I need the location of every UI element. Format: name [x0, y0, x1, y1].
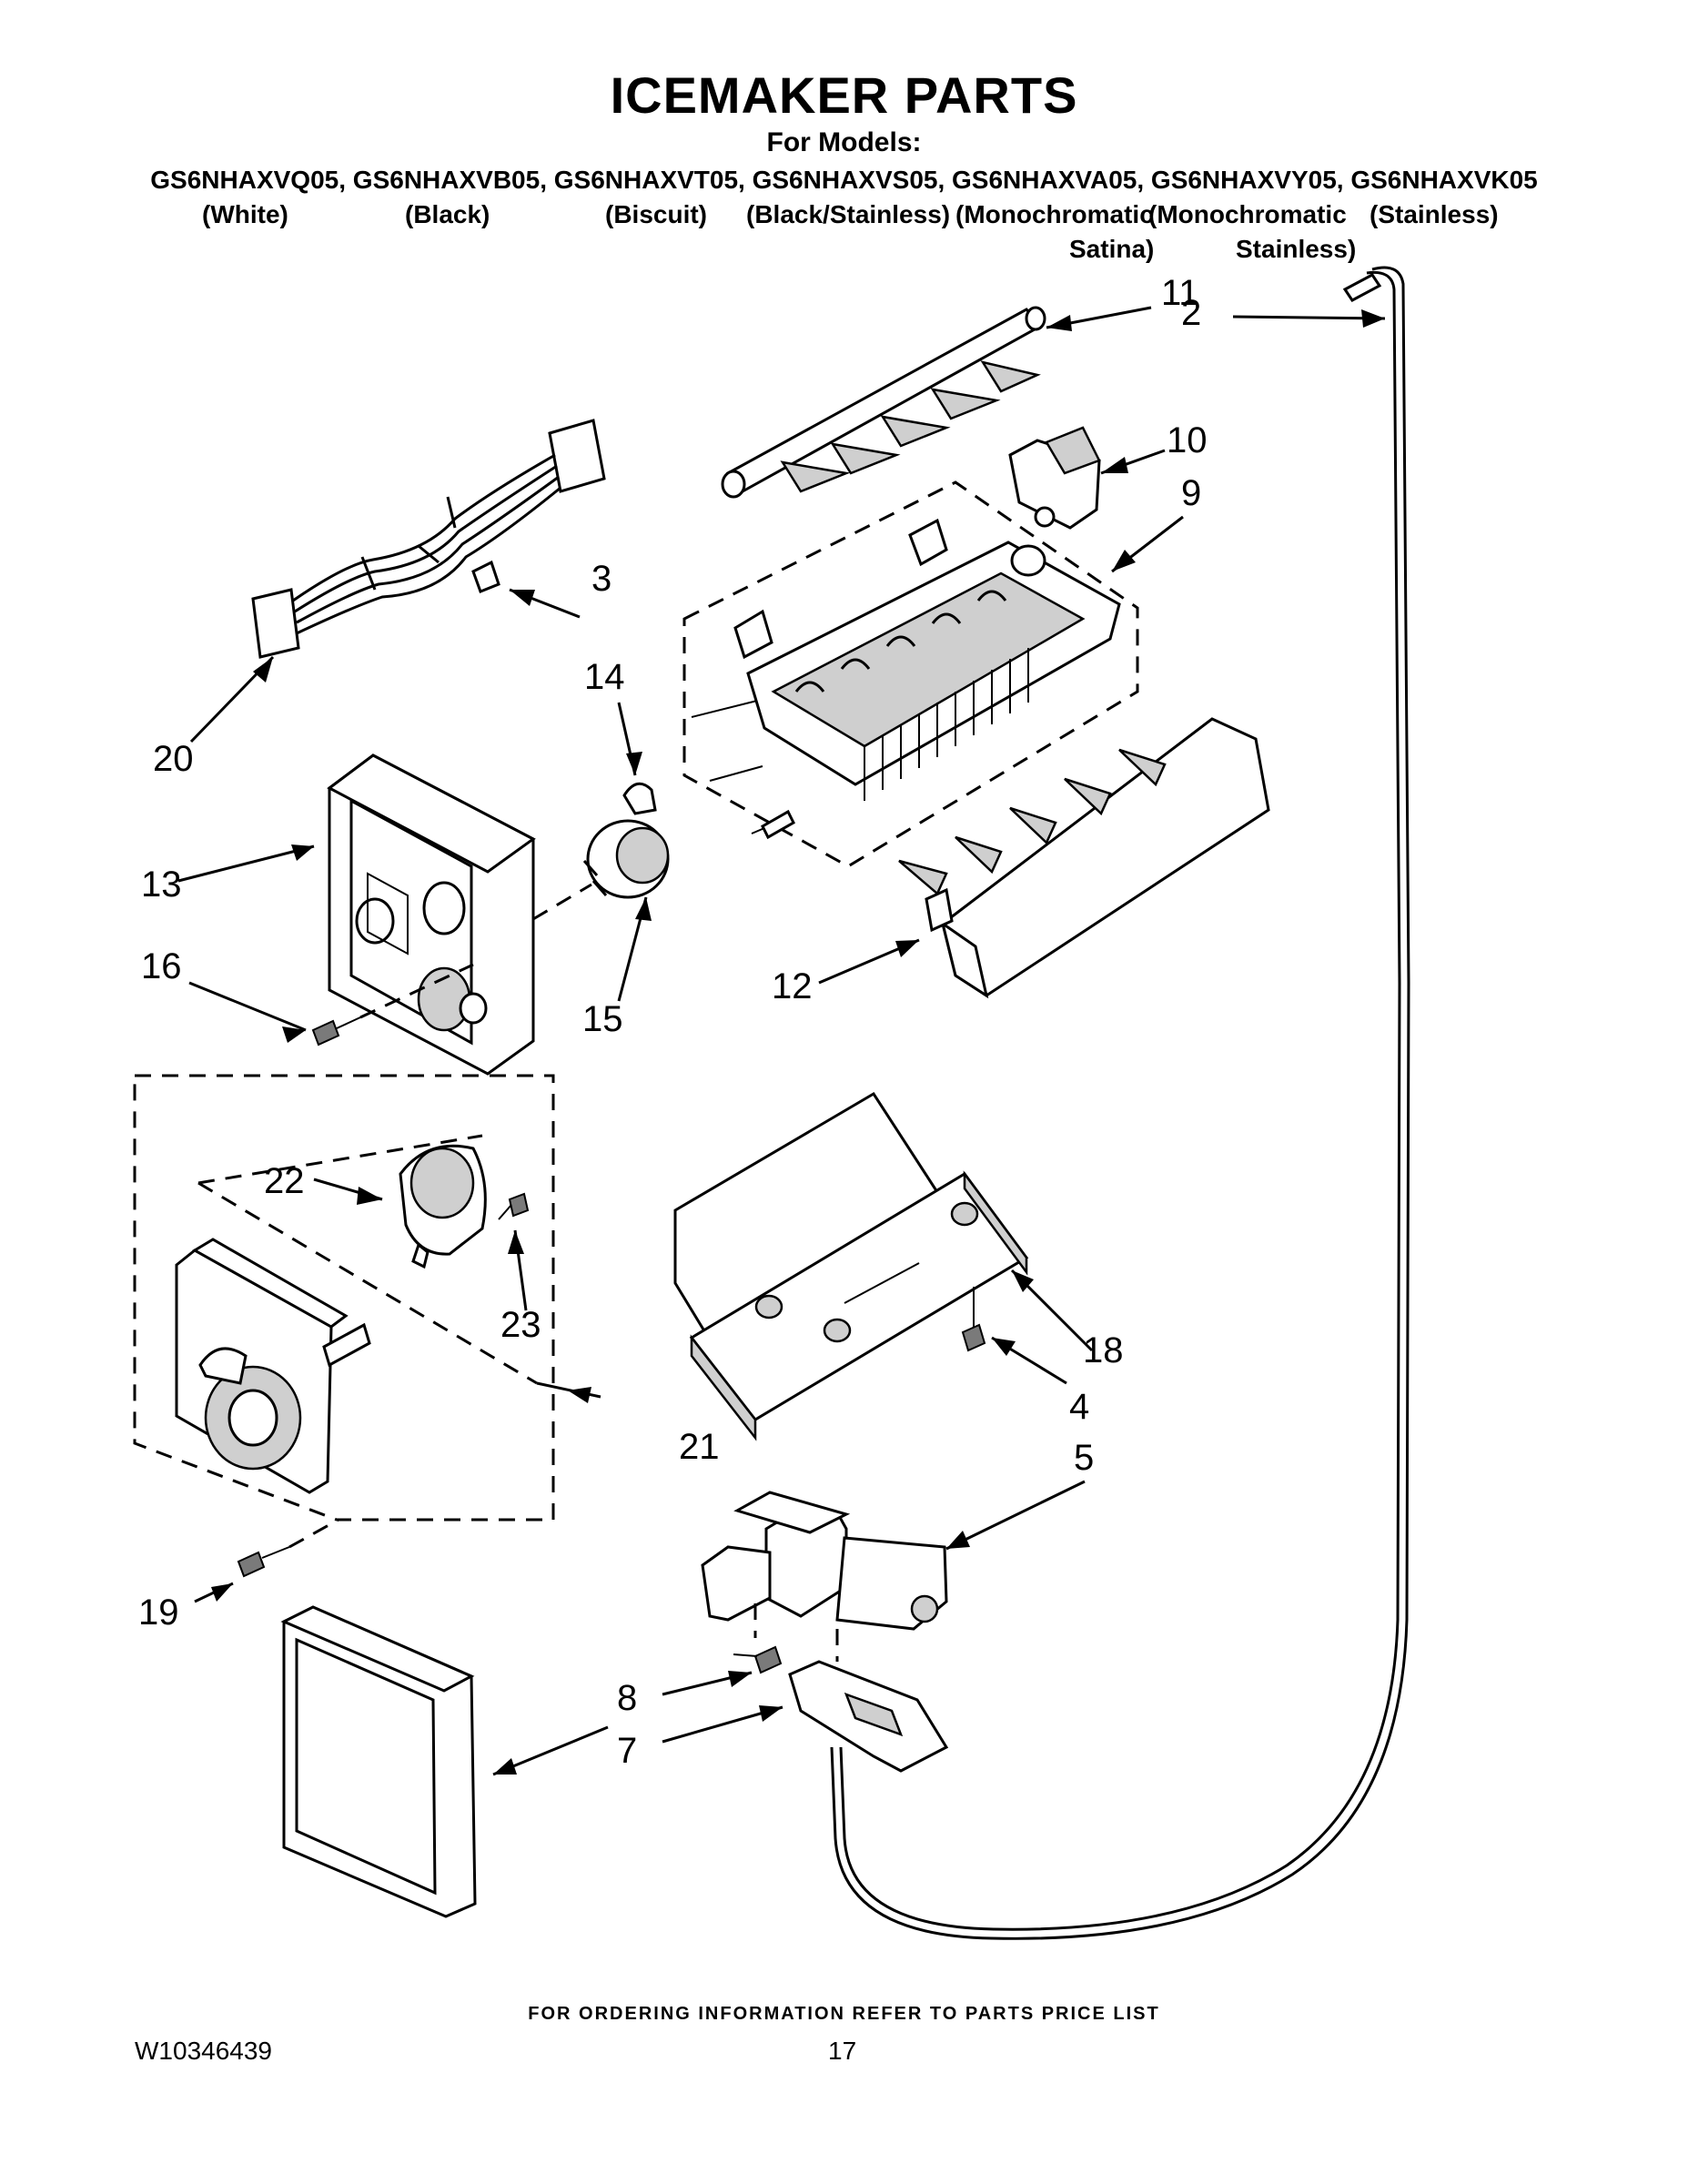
fill-tube-part	[830, 266, 1410, 1940]
module-housing-part	[177, 753, 592, 1076]
model-numbers: GS6NHAXVQ05, GS6NHAXVB05, GS6NHAXVT05, G…	[150, 166, 1538, 194]
callout-15: 15	[582, 999, 623, 1039]
callout-5: 5	[1074, 1438, 1095, 1478]
mold-assembly-part	[682, 480, 1184, 868]
callout-14: 14	[584, 657, 625, 697]
tray-screw-part	[961, 1287, 1067, 1385]
models-subtitle: For Models:	[766, 127, 922, 157]
variant-mono-stainless-line1: (Monochromatic	[1148, 200, 1347, 228]
ordering-note: FOR ORDERING INFORMATION REFER TO PARTS …	[528, 2004, 1160, 2024]
ice-stripper-part	[818, 717, 1270, 999]
variant-mono-satina-line1: (Monochromatic	[955, 200, 1154, 228]
callout-13: 13	[141, 864, 182, 905]
ice-tray-cover-part	[673, 1091, 1094, 1441]
callout-19: 20	[153, 739, 194, 779]
filter-cover-part	[280, 1605, 609, 1918]
page-title: ICEMAKER PARTS	[610, 66, 1078, 124]
motor-kit-part	[133, 1074, 601, 1522]
document-number: W10346439	[135, 2037, 273, 2065]
mounting-screw-part	[194, 1518, 339, 1603]
variant-biscuit: (Biscuit)	[605, 200, 707, 228]
ejector-blade-part	[721, 306, 1152, 499]
thermostat-clip-part	[617, 702, 657, 815]
callout-16: 16	[141, 946, 182, 986]
callout-11: 11	[1161, 273, 1199, 313]
water-valve-part	[701, 1480, 1086, 1662]
callout-21: 22	[264, 1161, 305, 1201]
variant-mono-satina-line2: Satina)	[1069, 235, 1155, 263]
callout-22: 23	[500, 1305, 541, 1345]
motor-screw-part	[498, 1192, 530, 1311]
motor-part	[313, 1144, 487, 1269]
wire-harness-part	[189, 419, 606, 743]
variant-mono-stainless-line2: Stainless)	[1236, 235, 1357, 263]
variant-white: (White)	[202, 200, 288, 228]
bearing-part	[1008, 426, 1166, 530]
callout-18: 19	[138, 1592, 179, 1633]
variant-black-stainless: (Black/Stainless)	[746, 200, 951, 228]
valve-screw-part	[662, 1645, 783, 1696]
callout-3: 3	[591, 559, 612, 599]
callout-9: 9	[1181, 473, 1202, 513]
variant-black: (Black)	[405, 200, 490, 228]
callout-12: 12	[772, 966, 813, 1006]
callout-7: 7	[617, 1731, 638, 1771]
variant-stainless: (Stainless)	[1370, 200, 1499, 228]
callout-20: 21	[679, 1427, 720, 1467]
module-screw-part	[188, 963, 474, 1046]
callout-10: 10	[1167, 420, 1208, 460]
callout-4: 4	[1069, 1387, 1090, 1427]
valve-bracket-part	[662, 1660, 949, 1773]
callout-8: 8	[617, 1678, 638, 1718]
page-number: 17	[828, 2037, 857, 2065]
callout-2: 2	[1181, 293, 1202, 333]
callout-17: 18	[1083, 1330, 1124, 1370]
thermostat-part	[582, 819, 670, 1002]
harness-clip-part	[471, 560, 581, 619]
